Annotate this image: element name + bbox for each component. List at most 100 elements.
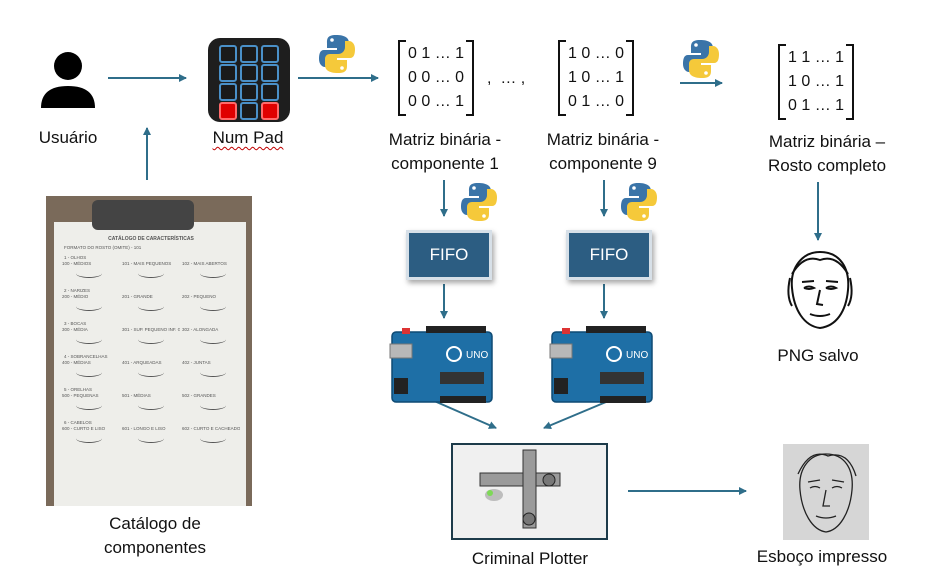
catalog-item: 102 - MAIS ABERTOS [182, 261, 227, 266]
matrix-row: 0 1 … 1 [408, 45, 465, 62]
label-esboco: Esboço impresso [756, 547, 888, 566]
key [240, 102, 258, 120]
matrix-component-9: 1 0 … 0 1 0 … 1 0 1 … 0 [558, 40, 635, 116]
fifo-box-left: FIFO [406, 230, 492, 280]
matrix-full-face: 1 1 … 1 1 0 … 1 0 1 … 1 [778, 44, 855, 120]
label-numpad: Num Pad [198, 126, 298, 150]
catalog-item: 401 - ARQUEADAS [122, 360, 162, 365]
feature-sketch [200, 368, 226, 377]
key-red [219, 102, 237, 120]
catalog-item: 501 - MÉDIAS [122, 393, 151, 398]
catalog-section-name: 5 - ORELHAS [64, 387, 93, 392]
label-usuario: Usuário [38, 128, 98, 147]
arrow-arduino-right-to-plotter [543, 401, 607, 429]
feature-sketch [138, 401, 164, 410]
key [261, 83, 279, 101]
arduino-board-left: UNO [389, 326, 493, 403]
fifo-box-right: FIFO [566, 230, 652, 280]
catalog-section-name: 2 - NARIZES [64, 288, 91, 293]
catalog-section-name: 1 - OLHOS [64, 255, 87, 260]
printed-sketch-image [783, 444, 869, 540]
catalog-item: 602 - CURTO E CACHEADO [182, 426, 240, 431]
feature-sketch [200, 302, 226, 311]
label-matrix-c1: Matriz binária - componente 1 [360, 128, 530, 176]
label-matrix-full: Matriz binária – Rosto completo [742, 130, 912, 178]
catalog-item: 502 - GRANDES [182, 393, 216, 398]
matrix-separator: , … , [487, 70, 526, 87]
svg-text:UNO: UNO [626, 350, 648, 361]
label-numpad-text: Num Pad [212, 128, 284, 147]
matrix-row: 0 1 … 1 [788, 97, 845, 114]
catalog-item: 201 - GRANDE [122, 294, 153, 299]
label-line: componente 1 [391, 154, 499, 173]
feature-sketch [200, 434, 226, 443]
numpad-icon [208, 38, 290, 122]
key [219, 45, 237, 63]
matrix-row: 1 0 … 1 [568, 69, 625, 86]
matrix-row: 1 1 … 1 [788, 49, 845, 66]
feature-sketch [138, 434, 164, 443]
catalog-sheet-title: CATÁLOGO DE CARACTERÍSTICAS [108, 236, 194, 242]
matrix-component-1: 0 1 … 1 0 0 … 0 0 0 … 1 [398, 40, 475, 116]
key-red [261, 102, 279, 120]
catalog-sheet-subtitle: FORMATO DO ROSTO (OMITE) - 101 [64, 245, 142, 250]
python-logo [319, 35, 719, 221]
catalog-feature-sketches [58, 368, 244, 377]
catalog-section-name: 6 - CABELOS [64, 420, 92, 425]
matrix-row: 0 0 … 0 [408, 69, 465, 86]
key [240, 45, 258, 63]
key [261, 64, 279, 82]
matrix-row: 0 0 … 1 [408, 93, 465, 110]
catalog-item: 101 - MAIS PEQUENOS [122, 261, 172, 266]
catalog-feature-sketches [58, 401, 244, 410]
feature-sketch [200, 401, 226, 410]
catalog-item: 302 - ALONGADA [182, 327, 219, 332]
feature-sketch [138, 368, 164, 377]
catalog-section-name: 4 - SOBRANCELHAS [64, 354, 108, 359]
label-line: Rosto completo [767, 156, 887, 175]
catalog-item: 301 - SUP. PEQUENO INF. GRANDE [122, 327, 180, 332]
label-png: PNG salvo [777, 346, 859, 365]
feature-sketch [138, 335, 164, 344]
catalog-item: 600 - CURTO E LISO [62, 426, 106, 431]
catalog-item: 601 - LONGO E LISO [122, 426, 166, 431]
label-line: Matriz binária - [388, 130, 502, 149]
face-sketch-icon [787, 250, 853, 330]
feature-sketch [76, 401, 102, 410]
feature-sketch [138, 302, 164, 311]
label-line: Matriz binária - [546, 130, 660, 149]
feature-sketch [76, 434, 102, 443]
feature-sketch [76, 302, 102, 311]
catalog-item: 400 - MÉDIAS [62, 360, 91, 365]
catalog-item: 200 - MÉDIO [62, 294, 89, 299]
catalog-feature-sketches [58, 335, 244, 344]
arrow-arduino-left-to-plotter [431, 399, 497, 429]
feature-sketch [200, 269, 226, 278]
key [240, 83, 258, 101]
key [219, 83, 237, 101]
feature-sketch [76, 335, 102, 344]
matrix-row: 1 0 … 1 [788, 73, 845, 90]
feature-sketch [138, 269, 164, 278]
label-line: componentes [103, 538, 207, 557]
catalog-item: 100 - MÉDIOS [62, 261, 92, 266]
user-icon [41, 52, 95, 108]
catalog-item: 202 - PEQUENO [182, 294, 217, 299]
plotter-box [451, 443, 608, 540]
catalog-item: 300 - MÉDIA [62, 327, 88, 332]
matrix-row: 0 1 … 0 [568, 93, 625, 110]
catalog-feature-sketches [58, 302, 244, 311]
feature-sketch [76, 368, 102, 377]
catalog-item: 402 - JUNTAS [182, 360, 211, 365]
feature-sketch [200, 335, 226, 344]
label-catalogo: Catálogo de componentes [80, 512, 230, 560]
catalog-feature-sketches [58, 434, 244, 443]
label-line: Matriz binária – [768, 132, 886, 151]
